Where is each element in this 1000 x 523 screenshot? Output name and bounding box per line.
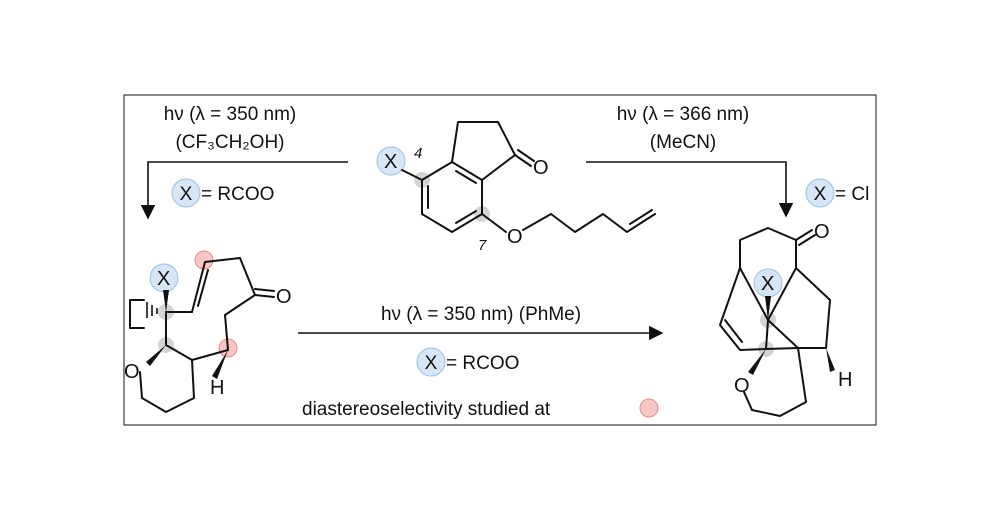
right-x-definition: = Cl (835, 184, 869, 205)
starting-material (401, 121, 656, 233)
left-condition-1: hν (λ = 350 nm) (164, 104, 297, 125)
x-highlight-right-label (805, 178, 835, 208)
x-highlight-start (376, 146, 406, 176)
x-highlight-bottom-label (416, 347, 446, 377)
right-condition-2: (MeCN) (650, 132, 717, 153)
left-x-definition: = RCOO (201, 184, 274, 205)
left-condition-2: (CF₃CH₂OH) (175, 132, 284, 153)
scheme-frame (123, 94, 877, 426)
start-x-atom: X (384, 151, 397, 173)
right-product (719, 227, 835, 417)
bottom-x-label: X (425, 353, 438, 374)
legend-text: diastereoselectivity studied at (302, 399, 551, 420)
right-ether-o: O (734, 375, 750, 397)
left-product (129, 257, 275, 413)
left-h-atom: H (210, 377, 224, 399)
arrow-right-path (586, 161, 794, 218)
start-ketone-o: O (533, 157, 549, 179)
bottom-condition: hν (λ = 350 nm) (PhMe) (381, 304, 581, 325)
left-ether-o: O (124, 361, 140, 383)
bottom-x-definition: = RCOO (446, 353, 519, 374)
right-x-atom: X (761, 273, 774, 295)
right-h-atom: H (838, 369, 852, 391)
right-ketone-o: O (814, 221, 830, 243)
left-x-label: X (180, 184, 193, 205)
arrow-left-path (140, 161, 348, 220)
red-legend-dot (639, 398, 659, 418)
position-7-label: 7 (478, 237, 487, 254)
x-highlight-left-label (171, 178, 201, 208)
right-condition-1: hν (λ = 366 nm) (617, 104, 750, 125)
right-x-label: X (814, 184, 827, 205)
left-ketone-o: O (276, 286, 292, 308)
left-x-atom: X (157, 268, 170, 290)
start-ether-o: O (507, 226, 523, 248)
position-4-label: 4 (414, 145, 422, 162)
